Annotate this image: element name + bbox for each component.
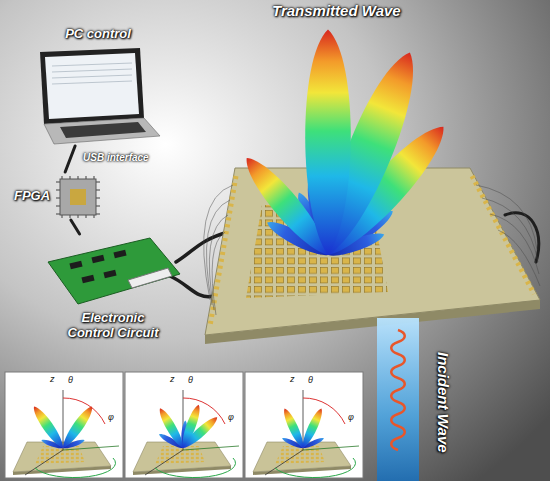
axis-label: θ	[188, 375, 193, 385]
node-label: FPGA	[14, 189, 50, 204]
control-circuit-node: Electronic Control Circuit	[38, 234, 188, 342]
incident-beam	[377, 318, 419, 481]
wave-label: Incident Wave	[435, 352, 452, 453]
node-label: PC control	[65, 27, 131, 42]
axis-label: φ	[348, 412, 354, 422]
axis-label: φ	[108, 412, 114, 422]
fpga-chip	[56, 176, 100, 218]
axis-label: φ	[228, 412, 234, 422]
axis-label: z	[170, 374, 175, 384]
fpga-node: FPGA	[10, 172, 102, 220]
wave-label: Transmitted Wave	[272, 2, 401, 19]
laptop-icon	[40, 48, 160, 144]
cable-connector	[71, 220, 80, 234]
inset-panel	[5, 372, 123, 478]
axis-label: θ	[68, 375, 73, 385]
node-label: Electronic Control Circuit	[57, 311, 169, 341]
axis-label: z	[290, 374, 295, 384]
radiation-pattern	[237, 30, 456, 267]
axis-label: z	[50, 374, 55, 384]
inset-panel	[245, 372, 363, 478]
axis-label: θ	[308, 375, 313, 385]
cable-connector	[65, 146, 75, 172]
edge-label: USB interface	[83, 152, 149, 163]
control-board	[48, 238, 180, 304]
inset-panel	[125, 372, 243, 478]
laptop-node: PC control	[28, 26, 168, 146]
